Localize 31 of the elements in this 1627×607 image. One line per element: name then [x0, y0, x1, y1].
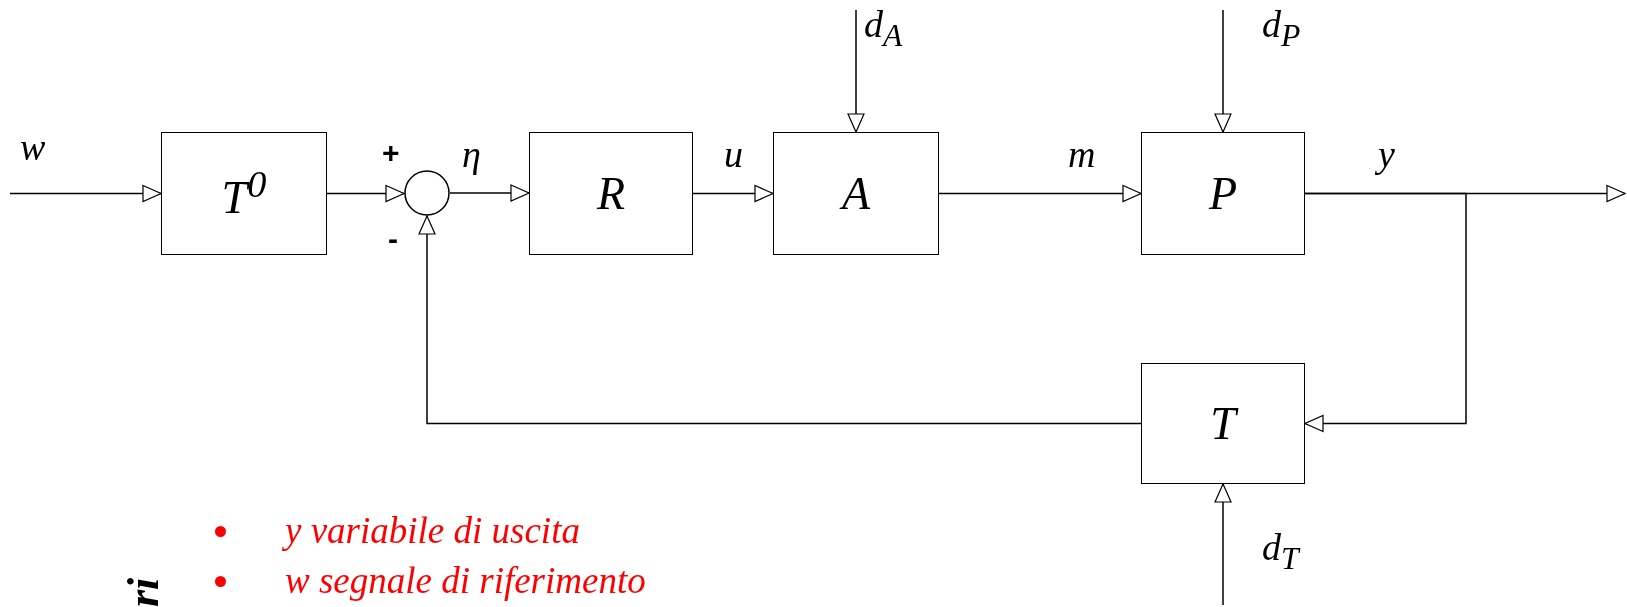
signal-label: η: [462, 135, 481, 173]
signal-arrow: [1304, 192, 1467, 433]
block-box: [1141, 363, 1305, 484]
block-label: A: [841, 170, 871, 217]
signal-arrow: [938, 184, 1142, 203]
signal-label: w: [20, 128, 46, 166]
minus-sign: -: [388, 224, 398, 254]
signal-arrow: [1214, 9, 1232, 133]
signal-arrow: [692, 184, 774, 203]
block-box: [529, 132, 693, 255]
signal-arrow: [847, 9, 865, 133]
block-box: [773, 132, 939, 255]
signal-label: u: [724, 135, 743, 173]
block-label: T$^{0}$: [221, 165, 267, 222]
signal-label: d$_{T}$: [1262, 528, 1299, 575]
vertical-heading: ri: [122, 577, 166, 607]
signal-label: m: [1068, 135, 1096, 173]
signal-arrow: [326, 184, 405, 203]
plus-sign: +: [382, 138, 400, 168]
signal-arrow: [449, 184, 530, 202]
signal-arrow: [1214, 483, 1232, 606]
block-box: [161, 132, 327, 255]
block-box: [1141, 132, 1305, 255]
signal-label: d$_{P}$: [1262, 5, 1301, 52]
block-label: P: [1208, 170, 1238, 217]
signal-label: d$_{A}$: [864, 5, 903, 52]
signal-arrow: [9, 184, 162, 203]
block-label: R: [596, 170, 626, 217]
summing-junction: [404, 170, 450, 216]
note-text: w segnale di riferimento: [285, 562, 646, 599]
signal-arrow: [418, 215, 1142, 425]
